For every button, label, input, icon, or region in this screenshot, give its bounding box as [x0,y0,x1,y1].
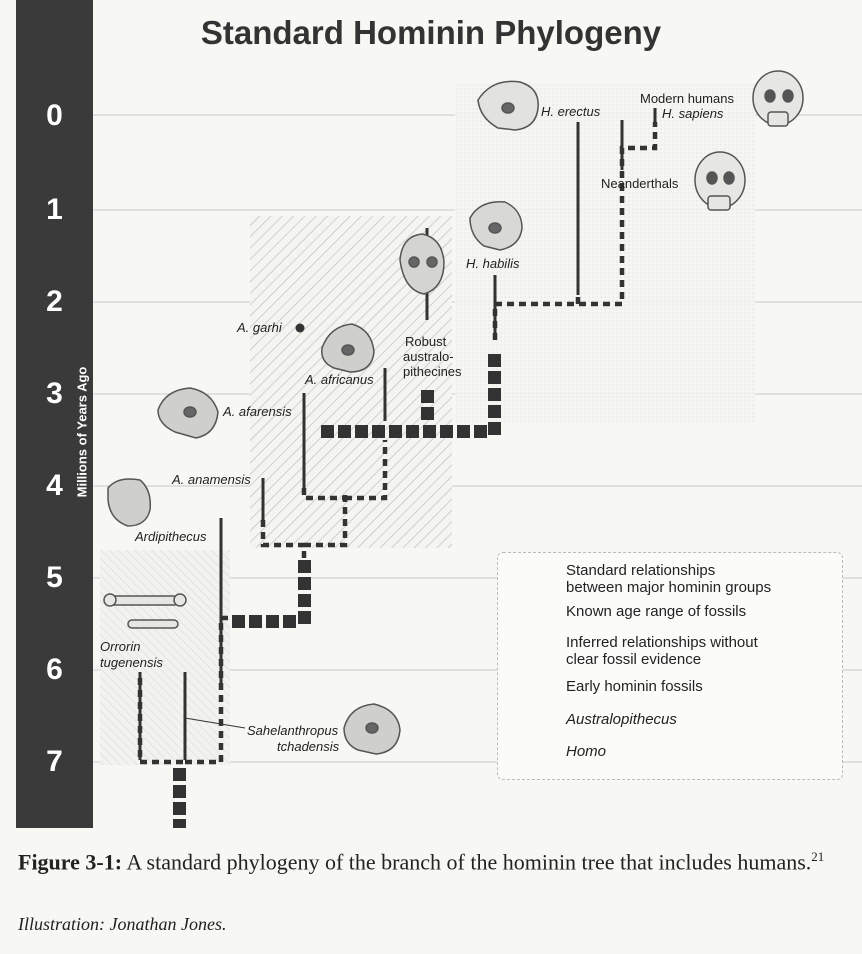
tick-5: 5 [46,561,63,594]
caption-text: A standard phylogeny of the branch of th… [126,849,812,875]
early-hominin-region [100,550,230,765]
inferred-relationships [137,122,658,765]
label-a-afarensis: A. afarensis [223,404,292,419]
skull-icon [321,323,375,373]
diagram-title: Standard Hominin Phylogeny [200,14,662,51]
tick-4: 4 [46,469,63,502]
legend: Standard relationships between major hom… [497,552,843,780]
legend-early: Early hominin fossils [566,678,703,695]
legend-inferred-2: clear fossil evidence [566,651,702,668]
legend-inferred-1: Inferred relationships without [566,634,758,651]
label-a-africanus: A. africanus [305,372,374,387]
label-ardipithecus: Ardipithecus [135,529,207,544]
label-robust-3: pithecines [403,364,462,379]
figure-label: Figure 3-1: [18,849,123,875]
standard-relationships [173,354,501,828]
y-axis-label: Millions of Years Ago [74,366,90,498]
label-robust-2: australo- [403,349,454,364]
label-h-erectus: H. erectus [541,104,601,119]
skull-icon [343,703,401,755]
tick-7: 7 [46,745,63,778]
tick-1: 1 [46,193,63,226]
skull-icon [752,70,804,127]
caption-ref: 21 [811,849,825,864]
label-orrorin-1: Orrorin [100,639,141,654]
tick-3: 3 [46,377,63,410]
label-robust-1: Robust [405,334,447,349]
time-axis-bar [16,0,93,828]
skull-icon [157,387,219,439]
skull-icon [477,80,539,131]
label-neanderthals: Neanderthals [601,176,679,191]
legend-known-age: Known age range of fossils [566,603,747,620]
jaw-fossil-icon [107,478,152,527]
a-garhi-point [295,323,305,333]
legend-homo: Homo [566,743,607,760]
legend-standard-2: between major hominin groups [566,579,772,596]
skull-icon [469,201,523,251]
homo-region [455,82,755,422]
figure-caption: Figure 3-1: A standard phylogeny of the … [18,842,848,877]
label-orrorin-2: tugenensis [100,655,163,670]
tick-0: 0 [46,99,63,132]
legend-australopithecus: Australopithecus [566,711,677,728]
legend-standard-1: Standard relationships [566,562,716,579]
bone-fossil-icon [103,593,187,629]
skull-icon [694,151,746,211]
label-a-garhi: A. garhi [237,320,282,335]
label-h-habilis: H. habilis [466,256,520,271]
label-modern-humans: Modern humans [640,91,734,106]
label-a-anamensis: A. anamensis [172,472,251,487]
tick-6: 6 [46,653,63,686]
figure-credit: Illustration: Jonathan Jones. [18,914,227,934]
label-sahelanthropus-1: Sahelanthropus [247,723,339,738]
label-h-sapiens: H. sapiens [662,106,724,121]
label-sahelanthropus-2: tchadensis [277,739,340,754]
skull-icon [399,233,445,295]
tick-2: 2 [46,285,63,318]
